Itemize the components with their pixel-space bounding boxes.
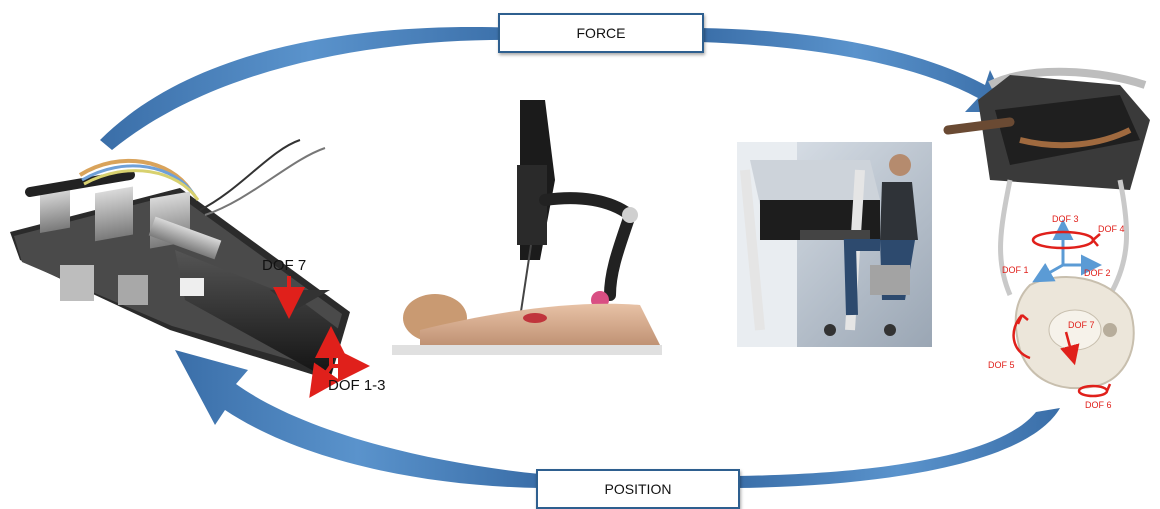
dof7-left-label: DOF 7	[262, 257, 306, 274]
dof6-label: DOF 6	[1085, 400, 1112, 410]
dof1-3-label: DOF 1-3	[328, 377, 386, 394]
dof5-label: DOF 5	[988, 360, 1015, 370]
dof4-label: DOF 4	[1098, 224, 1125, 234]
dof3-label: DOF 3	[1052, 214, 1079, 224]
surgical-robot-image	[392, 100, 662, 355]
dof1-axis	[1040, 265, 1063, 278]
dof7-right-label: DOF 7	[1068, 320, 1095, 330]
force-label-box: FORCE	[498, 13, 704, 53]
surgeon-console-image	[737, 142, 932, 347]
dof2-label: DOF 2	[1084, 268, 1111, 278]
position-label: POSITION	[605, 481, 672, 497]
position-label-box: POSITION	[536, 469, 740, 509]
force-label: FORCE	[577, 25, 626, 41]
dof1-label: DOF 1	[1002, 265, 1029, 275]
